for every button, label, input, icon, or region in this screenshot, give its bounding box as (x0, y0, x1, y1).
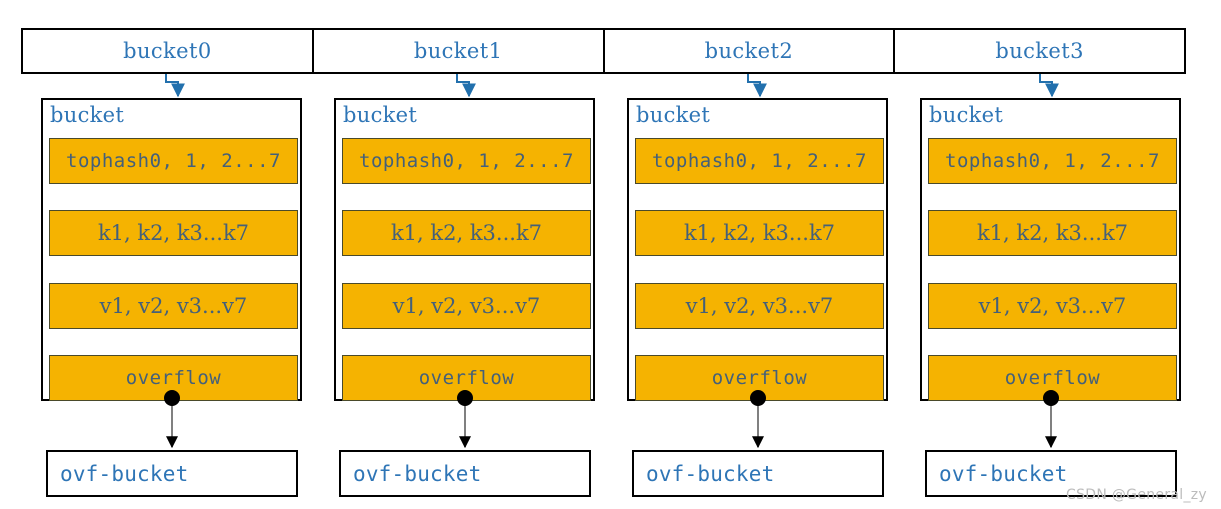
bucket-column-0: bucket tophash0, 1, 2...7 k1, k2, k3...k… (41, 98, 302, 401)
header-to-bucket-arrows (165, 74, 1059, 98)
arrow-header-to-bucket-3 (1039, 74, 1059, 98)
bucket-struct-0[interactable]: bucket tophash0, 1, 2...7 k1, k2, k3...k… (41, 98, 302, 401)
bucket-struct-label-1: bucket (343, 103, 418, 127)
slot-overflow-3[interactable]: overflow (928, 355, 1177, 401)
slot-overflow-0[interactable]: overflow (49, 355, 298, 401)
ovf-bucket-label-3: ovf-bucket (939, 461, 1068, 486)
arrow-header-to-bucket-2 (747, 74, 767, 98)
header-label-bucket1: bucket1 (413, 39, 503, 63)
header-cell-bucket3[interactable]: bucket3 (895, 30, 1184, 72)
bucket-struct-2[interactable]: bucket tophash0, 1, 2...7 k1, k2, k3...k… (627, 98, 888, 401)
bucket-column-3: bucket tophash0, 1, 2...7 k1, k2, k3...k… (920, 98, 1181, 401)
header-cell-bucket2[interactable]: bucket2 (605, 30, 896, 72)
ovf-bucket-label-2: ovf-bucket (646, 461, 775, 486)
slot-keys-2[interactable]: k1, k2, k3...k7 (635, 210, 884, 256)
csdn-watermark: CSDN @General_zy (1066, 487, 1207, 503)
header-label-bucket0: bucket0 (123, 39, 212, 63)
slot-keys-0[interactable]: k1, k2, k3...k7 (49, 210, 298, 256)
ovf-bucket-label-1: ovf-bucket (353, 461, 482, 486)
bucket-struct-3[interactable]: bucket tophash0, 1, 2...7 k1, k2, k3...k… (920, 98, 1181, 401)
slot-values-2[interactable]: v1, v2, v3...v7 (635, 283, 884, 329)
bucket-struct-1[interactable]: bucket tophash0, 1, 2...7 k1, k2, k3...k… (334, 98, 595, 401)
ovf-bucket-label-0: ovf-bucket (60, 461, 189, 486)
slot-keys-3[interactable]: k1, k2, k3...k7 (928, 210, 1177, 256)
bucket-array-header: bucket0 bucket1 bucket2 bucket3 (21, 28, 1186, 74)
header-cell-bucket1[interactable]: bucket1 (314, 30, 605, 72)
bucket-struct-label-3: bucket (929, 103, 1004, 127)
bucket-struct-label-2: bucket (636, 103, 711, 127)
slot-values-1[interactable]: v1, v2, v3...v7 (342, 283, 591, 329)
arrow-header-to-bucket-0 (165, 74, 185, 98)
slot-tophash-2[interactable]: tophash0, 1, 2...7 (635, 138, 884, 184)
slot-values-3[interactable]: v1, v2, v3...v7 (928, 283, 1177, 329)
slot-tophash-3[interactable]: tophash0, 1, 2...7 (928, 138, 1177, 184)
slot-tophash-0[interactable]: tophash0, 1, 2...7 (49, 138, 298, 184)
slot-values-0[interactable]: v1, v2, v3...v7 (49, 283, 298, 329)
header-label-bucket2: bucket2 (704, 39, 794, 63)
bucket-struct-label-0: bucket (50, 103, 125, 127)
slot-keys-1[interactable]: k1, k2, k3...k7 (342, 210, 591, 256)
bucket-column-2: bucket tophash0, 1, 2...7 k1, k2, k3...k… (627, 98, 888, 401)
slot-overflow-1[interactable]: overflow (342, 355, 591, 401)
ovf-bucket-2[interactable]: ovf-bucket (632, 450, 884, 497)
ovf-bucket-1[interactable]: ovf-bucket (339, 450, 591, 497)
bucket-column-1: bucket tophash0, 1, 2...7 k1, k2, k3...k… (334, 98, 595, 401)
slot-tophash-1[interactable]: tophash0, 1, 2...7 (342, 138, 591, 184)
arrow-header-to-bucket-1 (456, 74, 476, 98)
ovf-bucket-3[interactable]: ovf-bucket (925, 450, 1177, 497)
ovf-bucket-0[interactable]: ovf-bucket (46, 450, 298, 497)
slot-overflow-2[interactable]: overflow (635, 355, 884, 401)
header-cell-bucket0[interactable]: bucket0 (23, 30, 314, 72)
header-label-bucket3: bucket3 (995, 39, 1084, 63)
